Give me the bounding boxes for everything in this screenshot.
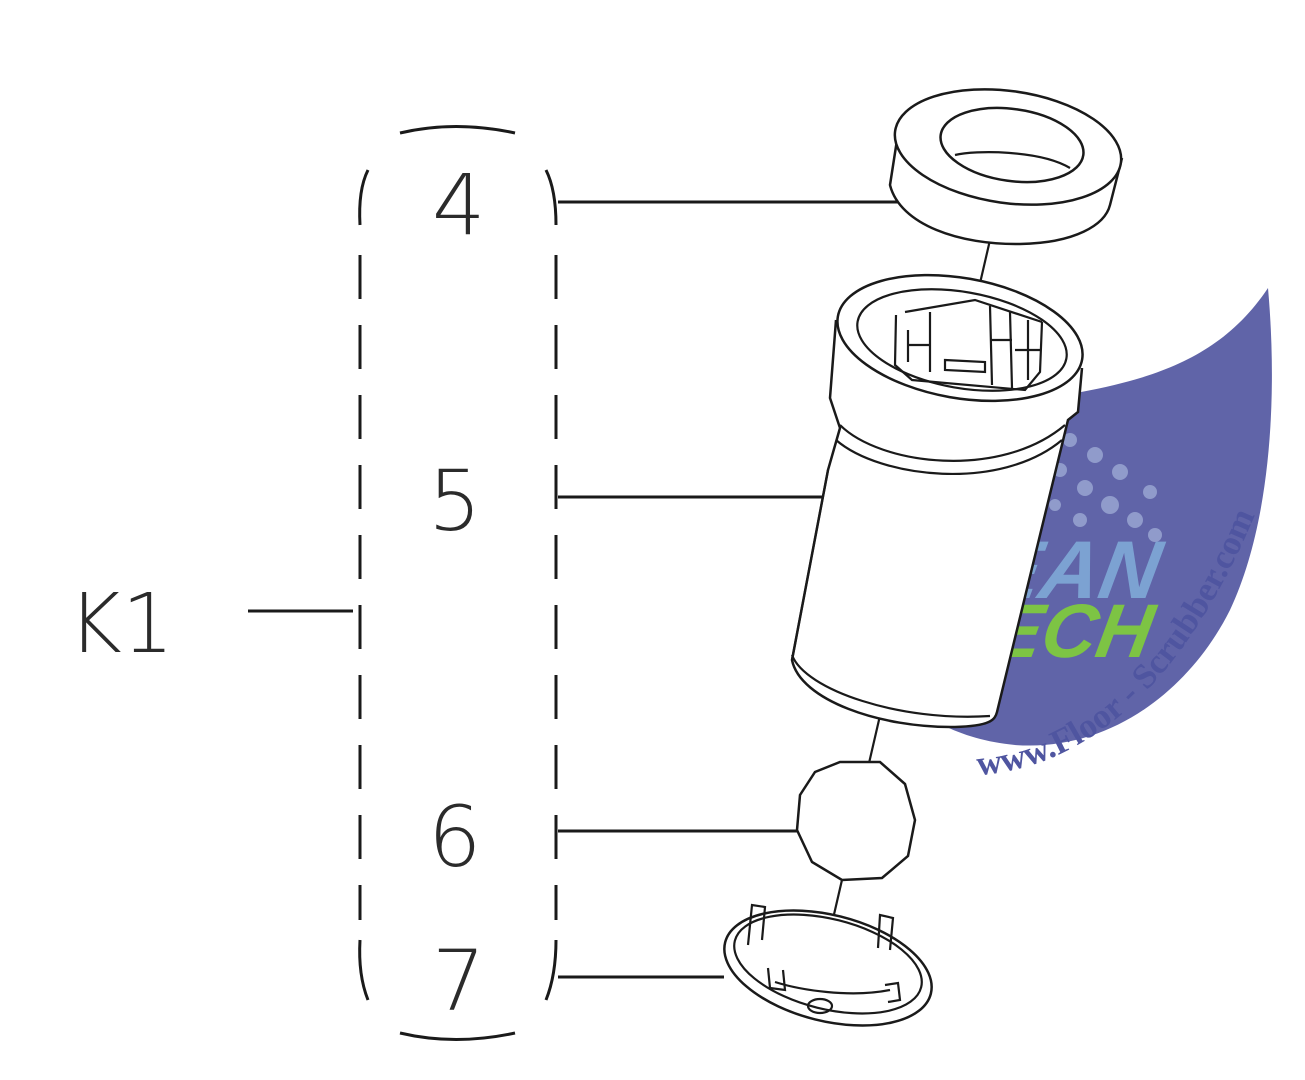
group-label-k1: K1 (68, 577, 174, 672)
callout-7: 7 (432, 932, 485, 1030)
callout-bracket (358, 125, 558, 1041)
part-5-housing (790, 273, 1084, 729)
part-4-ring-cap (888, 88, 1124, 246)
callout-6: 6 (428, 788, 481, 886)
callout-5: 5 (428, 452, 481, 550)
callout-4: 4 (432, 156, 485, 254)
part-7-snap-cover (723, 903, 933, 1027)
housing-inner-bore (893, 298, 1044, 392)
part-6-ball (795, 760, 917, 882)
